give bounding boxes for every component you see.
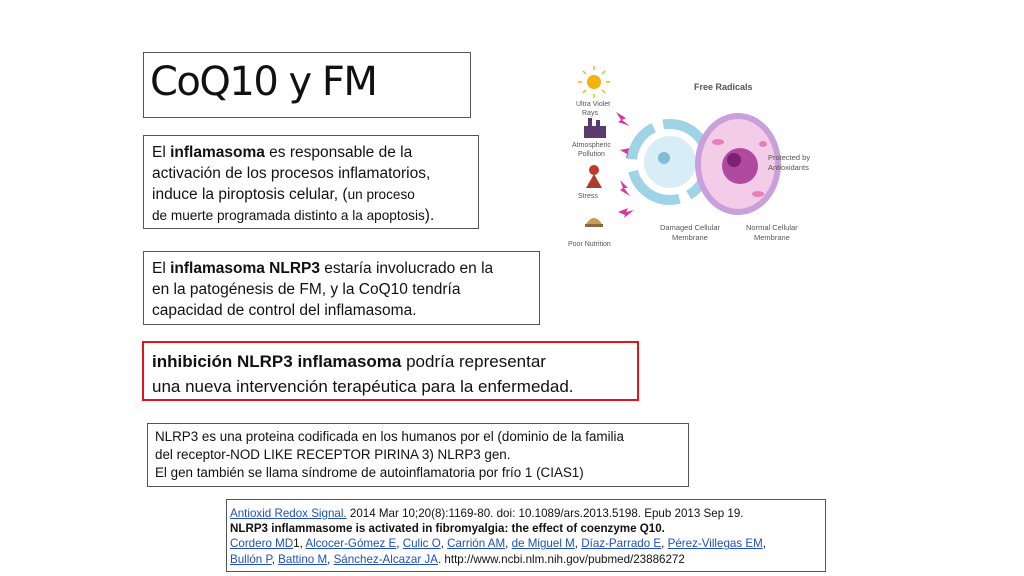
citation-line-3: Cordero MD1, Alcocer-Gómez E, Culic O, C… — [230, 537, 766, 551]
free-radicals-figure: Ultra Violet Rays Atmospheric Pollution … — [558, 62, 840, 258]
uv-label-2: Rays — [582, 110, 598, 117]
damaged-label-2: Membrane — [672, 233, 708, 242]
free-radicals-illustration: Ultra Violet Rays Atmospheric Pollution … — [568, 66, 810, 248]
normal-label-2: Membrane — [754, 233, 790, 242]
stress-icon — [586, 165, 602, 188]
citation-line-2: NLRP3 inflammasome is activated in fibro… — [230, 521, 821, 536]
citation-box: Antioxid Redox Signal. 2014 Mar 10;20(8)… — [226, 499, 826, 572]
author-link[interactable]: Battino M — [278, 552, 328, 566]
citation-line-4: Bullón P, Battino M, Sánchez-Alcazar JA.… — [230, 552, 685, 566]
factory-icon — [584, 118, 606, 138]
sun-icon — [578, 66, 610, 98]
article-title: NLRP3 inflammasome is activated in fibro… — [230, 522, 665, 536]
box2-line-2: en la patogénesis de FM, y la CoQ10 tend… — [152, 281, 461, 298]
author-link[interactable]: Sánchez-Alcazar JA — [333, 552, 438, 566]
box1-line-1: El inflamasoma es responsable de la — [152, 144, 413, 161]
nutrition-label: Poor Nutrition — [568, 241, 611, 248]
author-link[interactable]: Bullón P — [230, 552, 272, 566]
author-link[interactable]: Cordero MD — [230, 537, 294, 551]
pubmed-url: http://www.ncbi.nlm.nih.gov/pubmed/23886… — [444, 552, 685, 566]
normal-cell — [695, 113, 781, 215]
uv-label-1: Ultra Violet — [576, 101, 610, 108]
inflammasome-description-box: El inflamasoma es responsable de la acti… — [143, 135, 479, 229]
box3-line-1: inhibición NLRP3 inflamasoma podría repr… — [152, 352, 546, 371]
author-link[interactable]: Carrión AM — [447, 537, 506, 551]
author-link[interactable]: Pérez-Villegas EM — [667, 537, 763, 551]
protected-label-2: Antioxidants — [768, 163, 809, 172]
normal-label-1: Normal Cellular — [746, 223, 798, 232]
free-radicals-label: Free Radicals — [694, 82, 753, 92]
box4-line-1: NLRP3 es una proteina codificada en los … — [155, 429, 624, 444]
nlrp3-definition-box: NLRP3 es una proteina codificada en los … — [147, 423, 689, 487]
free-radical-arrows — [616, 112, 638, 218]
author-link[interactable]: Culic O — [402, 537, 441, 551]
damaged-label-1: Damaged Cellular — [660, 223, 721, 232]
stress-label: Stress — [578, 193, 598, 200]
author-link[interactable]: Alcocer-Gómez E — [305, 537, 397, 551]
pollution-label-2: Pollution — [578, 151, 605, 158]
box2-line-1: El inflamasoma NLRP3 estaría involucrado… — [152, 260, 494, 277]
box4-line-2: del receptor-NOD LIKE RECEPTOR PIRINA 3)… — [155, 447, 511, 462]
nlrp3-involvement-box: El inflamasoma NLRP3 estaría involucrado… — [143, 251, 540, 325]
box4-line-3: El gen también se llama síndrome de auto… — [155, 465, 584, 480]
author-link[interactable]: Díaz-Parrado E — [581, 537, 662, 551]
author-link[interactable]: de Miguel M — [511, 537, 575, 551]
box1-line-4: de muerte programada distinto a la apopt… — [152, 207, 435, 224]
citation-line-1: Antioxid Redox Signal. 2014 Mar 10;20(8)… — [230, 507, 744, 520]
journal-link[interactable]: Antioxid Redox Signal. — [230, 507, 347, 520]
highlight-box: inhibición NLRP3 inflamasoma podría repr… — [142, 341, 639, 401]
box1-line-2: activación de los procesos inflamatorios… — [152, 165, 431, 182]
pollution-label-1: Atmospheric — [572, 142, 611, 149]
protected-label-1: Protected by — [768, 153, 810, 162]
page-title: CoQ10 y FM — [150, 59, 378, 105]
title-box: CoQ10 y FM — [143, 52, 471, 118]
box1-line-3: induce la piroptosis celular, (un proces… — [152, 186, 415, 203]
box3-line-2: una nueva intervención terapéutica para … — [152, 377, 574, 396]
food-icon — [585, 218, 603, 227]
box2-line-3: capacidad de control del inflamasoma. — [152, 302, 417, 319]
